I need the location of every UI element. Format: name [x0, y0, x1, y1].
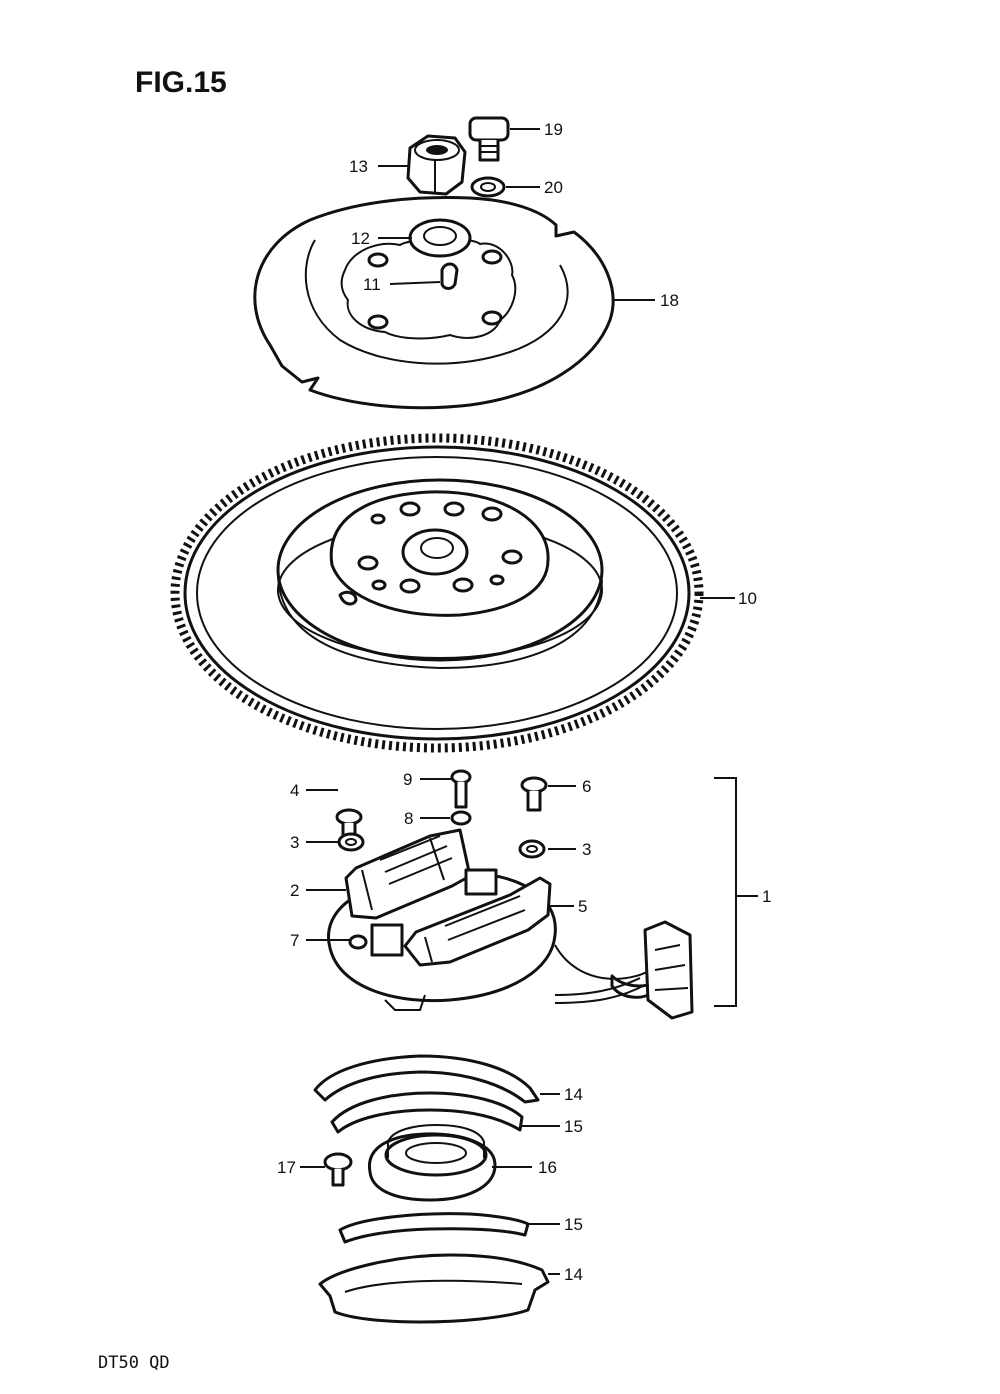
callout-20: 20: [544, 178, 563, 197]
screw-part-17: [323, 1152, 353, 1187]
lock-washer-part: [470, 176, 506, 198]
callout-14-upper: 14: [564, 1085, 583, 1104]
callout-16: 16: [538, 1158, 557, 1177]
washer-part-8: [450, 810, 472, 826]
collar-part: [368, 1123, 497, 1202]
washer-part-3-right: [518, 839, 546, 859]
callout-8: 8: [404, 809, 413, 828]
plate-part-14-lower: [318, 1253, 550, 1324]
callout-9: 9: [403, 770, 412, 789]
callout-10: 10: [738, 589, 757, 608]
callout-2: 2: [290, 881, 299, 900]
callout-7: 7: [290, 931, 299, 950]
screw-part-6: [520, 776, 548, 812]
callout-15-lower: 15: [564, 1215, 583, 1234]
screw-part-9: [450, 769, 472, 809]
washer-part-3-left: [337, 832, 365, 852]
figure-title: FIG.15: [135, 66, 227, 99]
key-part: [440, 262, 459, 290]
callout-15-upper: 15: [564, 1117, 583, 1136]
assembly-bracket: [714, 777, 737, 1007]
callout-5: 5: [578, 897, 587, 916]
plate-part-14-upper: [313, 1054, 540, 1104]
callout-4: 4: [290, 781, 299, 800]
callout-11: 11: [363, 275, 381, 294]
stator-assembly: [327, 828, 666, 1011]
callout-17: 17: [277, 1158, 296, 1177]
wire-harness: [554, 920, 694, 1020]
plate-part-15-upper: [330, 1091, 524, 1134]
callout-12: 12: [351, 229, 370, 248]
bolt-part: [468, 116, 510, 162]
callout-1: 1: [762, 887, 771, 906]
plate-part-15-lower: [338, 1212, 530, 1244]
nut-part: [406, 134, 467, 196]
leader-lines: [300, 128, 735, 1275]
callout-13: 13: [349, 157, 368, 176]
flywheel-part: [170, 433, 704, 753]
model-code: DT50 QD: [98, 1353, 170, 1373]
callout-14-lower: 14: [564, 1265, 583, 1284]
callout-19: 19: [544, 120, 563, 139]
callout-18: 18: [660, 291, 679, 310]
callout-6: 6: [582, 777, 591, 796]
callout-3-left: 3: [290, 833, 299, 852]
callout-3-right: 3: [582, 840, 591, 859]
cover-plate-part: [253, 196, 615, 410]
